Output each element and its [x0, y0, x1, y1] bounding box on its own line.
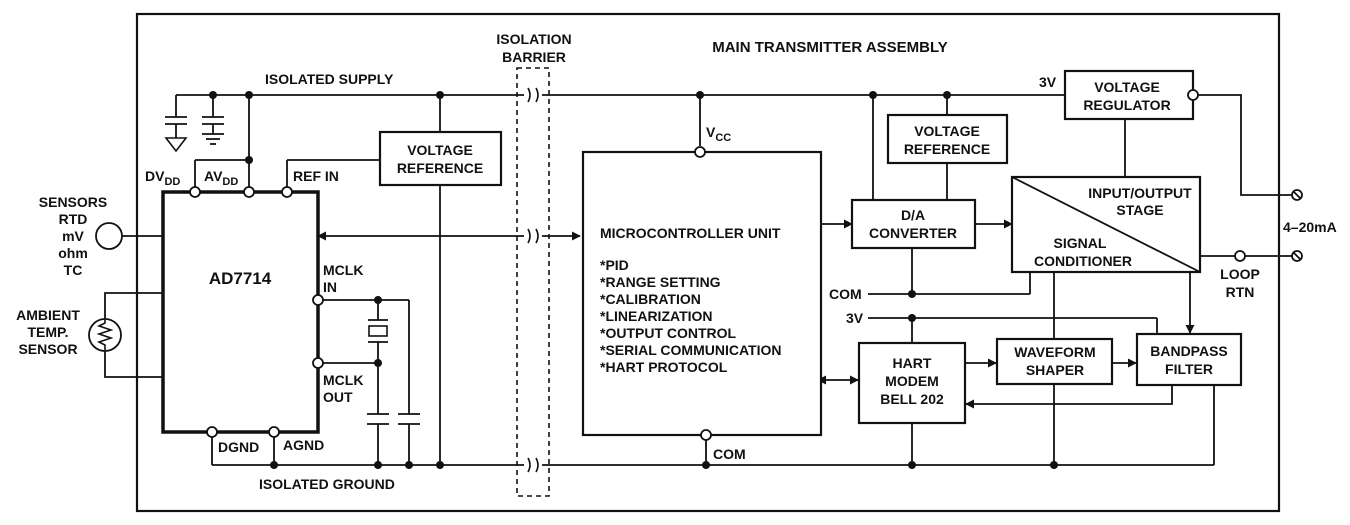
- mcu-vcc-label: VCC: [706, 124, 731, 144]
- waveform-line2: SHAPER: [1026, 362, 1084, 378]
- hart-line2: MODEM: [885, 373, 939, 389]
- adc-mclk-in-label-1: MCLK: [323, 262, 363, 278]
- bandpass-filter: BANDPASS FILTER: [1135, 332, 1243, 387]
- adc-mclk-in-label-2: IN: [323, 279, 337, 295]
- isolation-barrier-line2: BARRIER: [502, 49, 566, 65]
- dac-line2: CONVERTER: [869, 225, 957, 241]
- adc-mclk-out-label-2: OUT: [323, 389, 353, 405]
- signal-cond-line2: CONDITIONER: [1034, 253, 1132, 269]
- vref-right-line2: REFERENCE: [904, 141, 990, 157]
- isolation-barrier: ISOLATION BARRIER: [496, 31, 572, 497]
- mcu-feature-6: *SERIAL COMMUNICATION: [600, 342, 781, 358]
- voltage-reference-right: VOLTAGE REFERENCE: [886, 113, 1009, 165]
- mcu-feature-2: *RANGE SETTING: [600, 274, 721, 290]
- ambient-line3: SENSOR: [18, 341, 77, 357]
- supply-decoupling-caps: [164, 116, 224, 153]
- hart-line1: HART: [893, 355, 932, 371]
- vreg-line2: REGULATOR: [1083, 97, 1170, 113]
- isolated-ground-label: ISOLATED GROUND: [259, 476, 395, 492]
- io-stage-line1: INPUT/OUTPUT: [1088, 185, 1192, 201]
- io-stage-signal-conditioner: INPUT/OUTPUT STAGE SIGNAL CONDITIONER: [1010, 175, 1202, 274]
- isolated-supply-label: ISOLATED SUPPLY: [265, 71, 394, 87]
- loop-rtn-line1: LOOP: [1220, 266, 1260, 282]
- bandpass-line1: BANDPASS: [1150, 343, 1228, 359]
- barrier-crossings: [524, 87, 542, 473]
- com-right-label: COM: [829, 286, 862, 302]
- vref-left-line1: VOLTAGE: [407, 142, 473, 158]
- voltage-reference-left: VOLTAGE REFERENCE: [378, 130, 503, 187]
- isolation-barrier-line1: ISOLATION: [496, 31, 571, 47]
- vref-right-line1: VOLTAGE: [914, 123, 980, 139]
- crystal-network: [367, 319, 420, 425]
- output-current-label: 4–20mA: [1283, 219, 1337, 235]
- mcu-title: MICROCONTROLLER UNIT: [600, 225, 781, 241]
- vreg-line1: VOLTAGE: [1094, 79, 1160, 95]
- mcu-feature-5: *OUTPUT CONTROL: [600, 325, 737, 341]
- ad7714-adc: AD7714 DVDD AVDD REF IN MCLK IN MCLK OUT…: [145, 168, 363, 455]
- junction-dots: [209, 91, 1058, 469]
- vref-left-line2: REFERENCE: [397, 160, 483, 176]
- sensors-line3: mV: [62, 228, 84, 244]
- hart-modem: HART MODEM BELL 202: [857, 341, 967, 425]
- mcu-com-label: COM: [713, 446, 746, 462]
- ambient-temp-sensor: AMBIENT TEMP. SENSOR: [16, 307, 122, 357]
- three-v-top-label: 3V: [1039, 74, 1057, 90]
- da-converter: D/A CONVERTER: [850, 198, 977, 250]
- microcontroller-unit: VCC COM MICROCONTROLLER UNIT *PID *RANGE…: [581, 124, 823, 462]
- sensors-line2: RTD: [59, 211, 88, 227]
- assembly-title: MAIN TRANSMITTER ASSEMBLY: [712, 39, 948, 56]
- sensors-line1: SENSORS: [39, 194, 107, 210]
- adc-dvdd-label: DVDD: [145, 168, 180, 188]
- waveform-shaper: WAVEFORM SHAPER: [995, 337, 1114, 386]
- adc-agnd-label: AGND: [283, 437, 324, 453]
- adc-avdd-label: AVDD: [204, 168, 238, 188]
- voltage-regulator: VOLTAGE REGULATOR: [1063, 69, 1195, 121]
- dac-line1: D/A: [901, 207, 925, 223]
- io-stage-line2: STAGE: [1116, 202, 1163, 218]
- hart-line3: BELL 202: [880, 391, 944, 407]
- output-terminals: 4–20mA LOOP RTN: [1220, 189, 1337, 300]
- signal-cond-line1: SIGNAL: [1054, 235, 1107, 251]
- mcu-feature-1: *PID: [600, 257, 629, 273]
- loop-rtn-line2: RTN: [1226, 284, 1255, 300]
- ambient-line2: TEMP.: [28, 324, 69, 340]
- adc-ref-in-label: REF IN: [293, 168, 339, 184]
- mcu-feature-3: *CALIBRATION: [600, 291, 701, 307]
- sensors-line5: TC: [64, 262, 83, 278]
- sensor-input: SENSORS RTD mV ohm TC: [39, 194, 123, 278]
- sensors-line4: ohm: [58, 245, 88, 261]
- mcu-feature-4: *LINEARIZATION: [600, 308, 713, 324]
- three-v-mid-label: 3V: [846, 310, 864, 326]
- bandpass-line2: FILTER: [1165, 361, 1213, 377]
- pin-markers: [189, 89, 1246, 441]
- adc-mclk-out-label-1: MCLK: [323, 372, 363, 388]
- ambient-line1: AMBIENT: [16, 307, 80, 323]
- adc-dgnd-label: DGND: [218, 439, 259, 455]
- mcu-feature-7: *HART PROTOCOL: [600, 359, 728, 375]
- ad7714-name: AD7714: [209, 269, 272, 288]
- waveform-line1: WAVEFORM: [1014, 344, 1095, 360]
- assembly-frame: [135, 12, 1281, 513]
